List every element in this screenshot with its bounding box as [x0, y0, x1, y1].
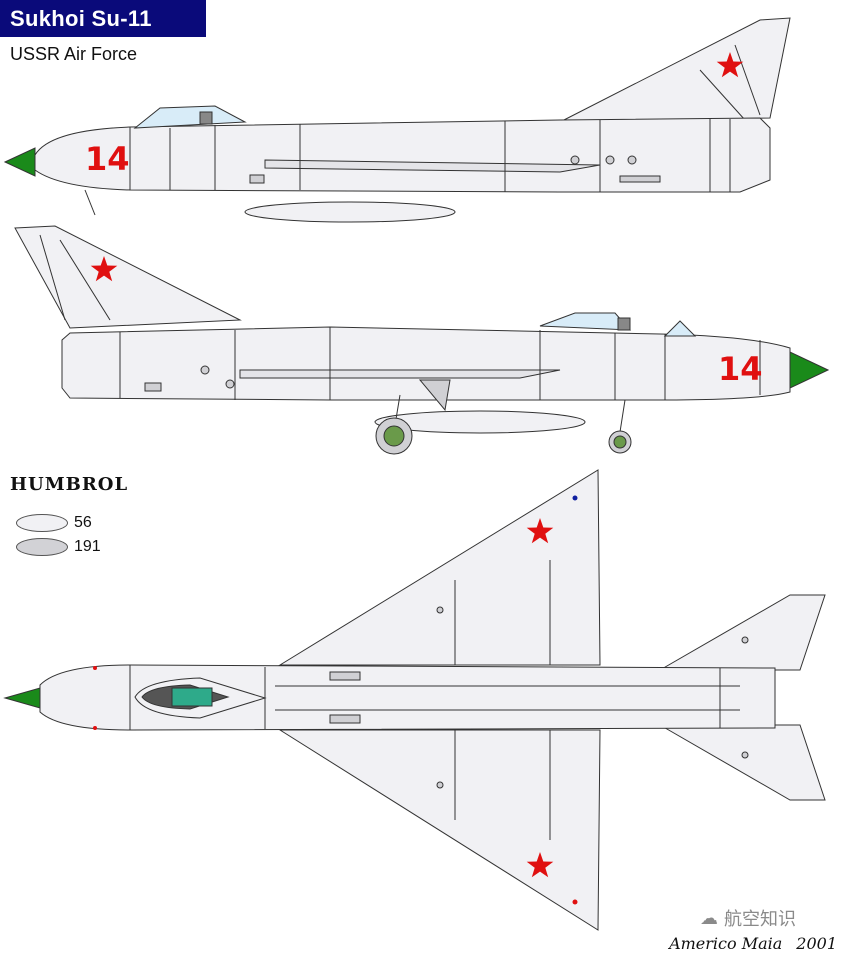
swatch-row-56: 56 — [16, 514, 92, 532]
credit-year: 2001 — [796, 934, 837, 953]
paint-brand: HUMBROL — [10, 474, 129, 495]
watermark-text: 航空知识 — [724, 909, 796, 929]
swatch-label-56: 56 — [74, 514, 92, 531]
wechat-icon: ☁ — [700, 907, 718, 928]
watermark: ☁ 航空知识 — [700, 905, 796, 931]
swatch-row-191: 191 — [16, 538, 101, 556]
page-title: Sukhoi Su-11 — [0, 0, 206, 37]
side-view-right — [14, 225, 830, 455]
side-view-left — [3, 17, 791, 223]
subtitle: USSR Air Force — [10, 44, 138, 64]
color-swatch-191 — [16, 538, 68, 556]
top-view — [3, 469, 826, 931]
artist-credit: Americo Maia 2001 — [669, 934, 837, 953]
tail-number-right: 14 — [718, 350, 763, 388]
author-name: Americo Maia — [669, 934, 783, 953]
swatch-label-191: 191 — [74, 538, 101, 555]
color-swatch-56 — [16, 514, 68, 532]
tail-number-left: 14 — [85, 140, 130, 178]
